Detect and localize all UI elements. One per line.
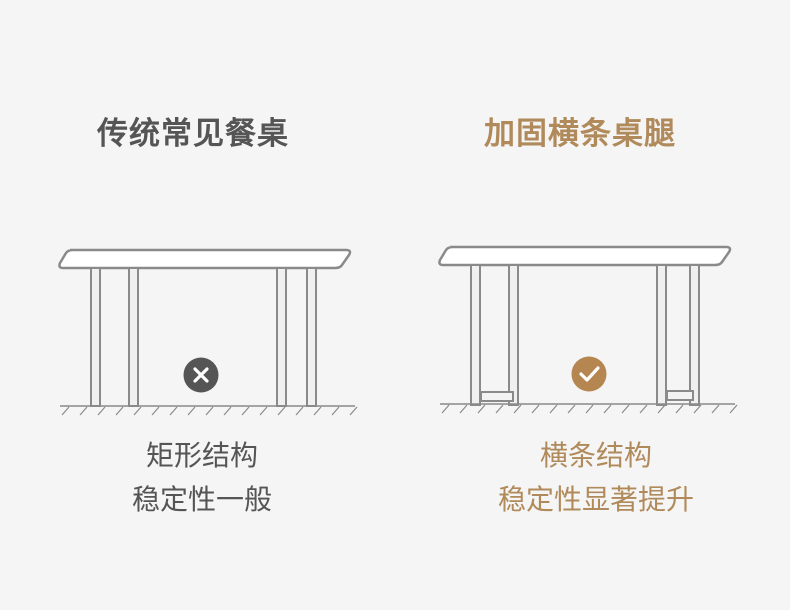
ground-hatch: [693, 404, 702, 414]
right-line2: 稳定性显著提升: [497, 483, 694, 516]
left-line1: 矩形结构: [145, 439, 258, 472]
ground-hatch: [313, 406, 322, 416]
ground-hatch: [477, 404, 486, 414]
ground-hatch: [295, 406, 304, 416]
ground-hatch: [657, 404, 666, 414]
ground-hatch: [97, 406, 106, 416]
ground-hatch: [711, 404, 720, 414]
ground-hatch: [621, 404, 630, 414]
ground-hatch: [567, 404, 576, 414]
right-line1: 横条结构: [539, 439, 652, 472]
ground-hatch: [729, 404, 738, 414]
right-title: 加固横条桌腿: [484, 116, 676, 152]
ground-hatch: [495, 404, 504, 414]
ground-hatch: [331, 406, 340, 416]
ground-hatch: [549, 404, 558, 414]
check-icon: [571, 356, 607, 392]
ground-hatch: [639, 404, 648, 414]
ground-hatch: [585, 404, 594, 414]
ground-hatch: [259, 406, 268, 416]
ground-hatch: [675, 404, 684, 414]
ground-hatch: [79, 406, 88, 416]
traditional-table: [58, 248, 358, 416]
ground-hatch: [603, 404, 612, 414]
ground-hatch: [151, 406, 160, 416]
ground-hatch: [531, 404, 540, 414]
ground-hatch: [223, 406, 232, 416]
ground-hatch: [205, 406, 214, 416]
left-line2: 稳定性一般: [131, 483, 272, 516]
ground-hatch: [513, 404, 522, 414]
ground-hatch: [349, 406, 358, 416]
left-title: 传统常见餐桌: [97, 116, 289, 152]
ground-hatch: [277, 406, 286, 416]
ground-hatch: [459, 404, 468, 414]
ground-hatch: [61, 406, 70, 416]
reinforced-table: [438, 245, 738, 414]
ground-hatch: [169, 406, 178, 416]
ground-hatch: [441, 404, 450, 414]
x-icon: [183, 357, 219, 393]
ground-hatch: [241, 406, 250, 416]
ground-hatch: [187, 406, 196, 416]
ground-hatch: [115, 406, 124, 416]
ground-hatch: [133, 406, 142, 416]
